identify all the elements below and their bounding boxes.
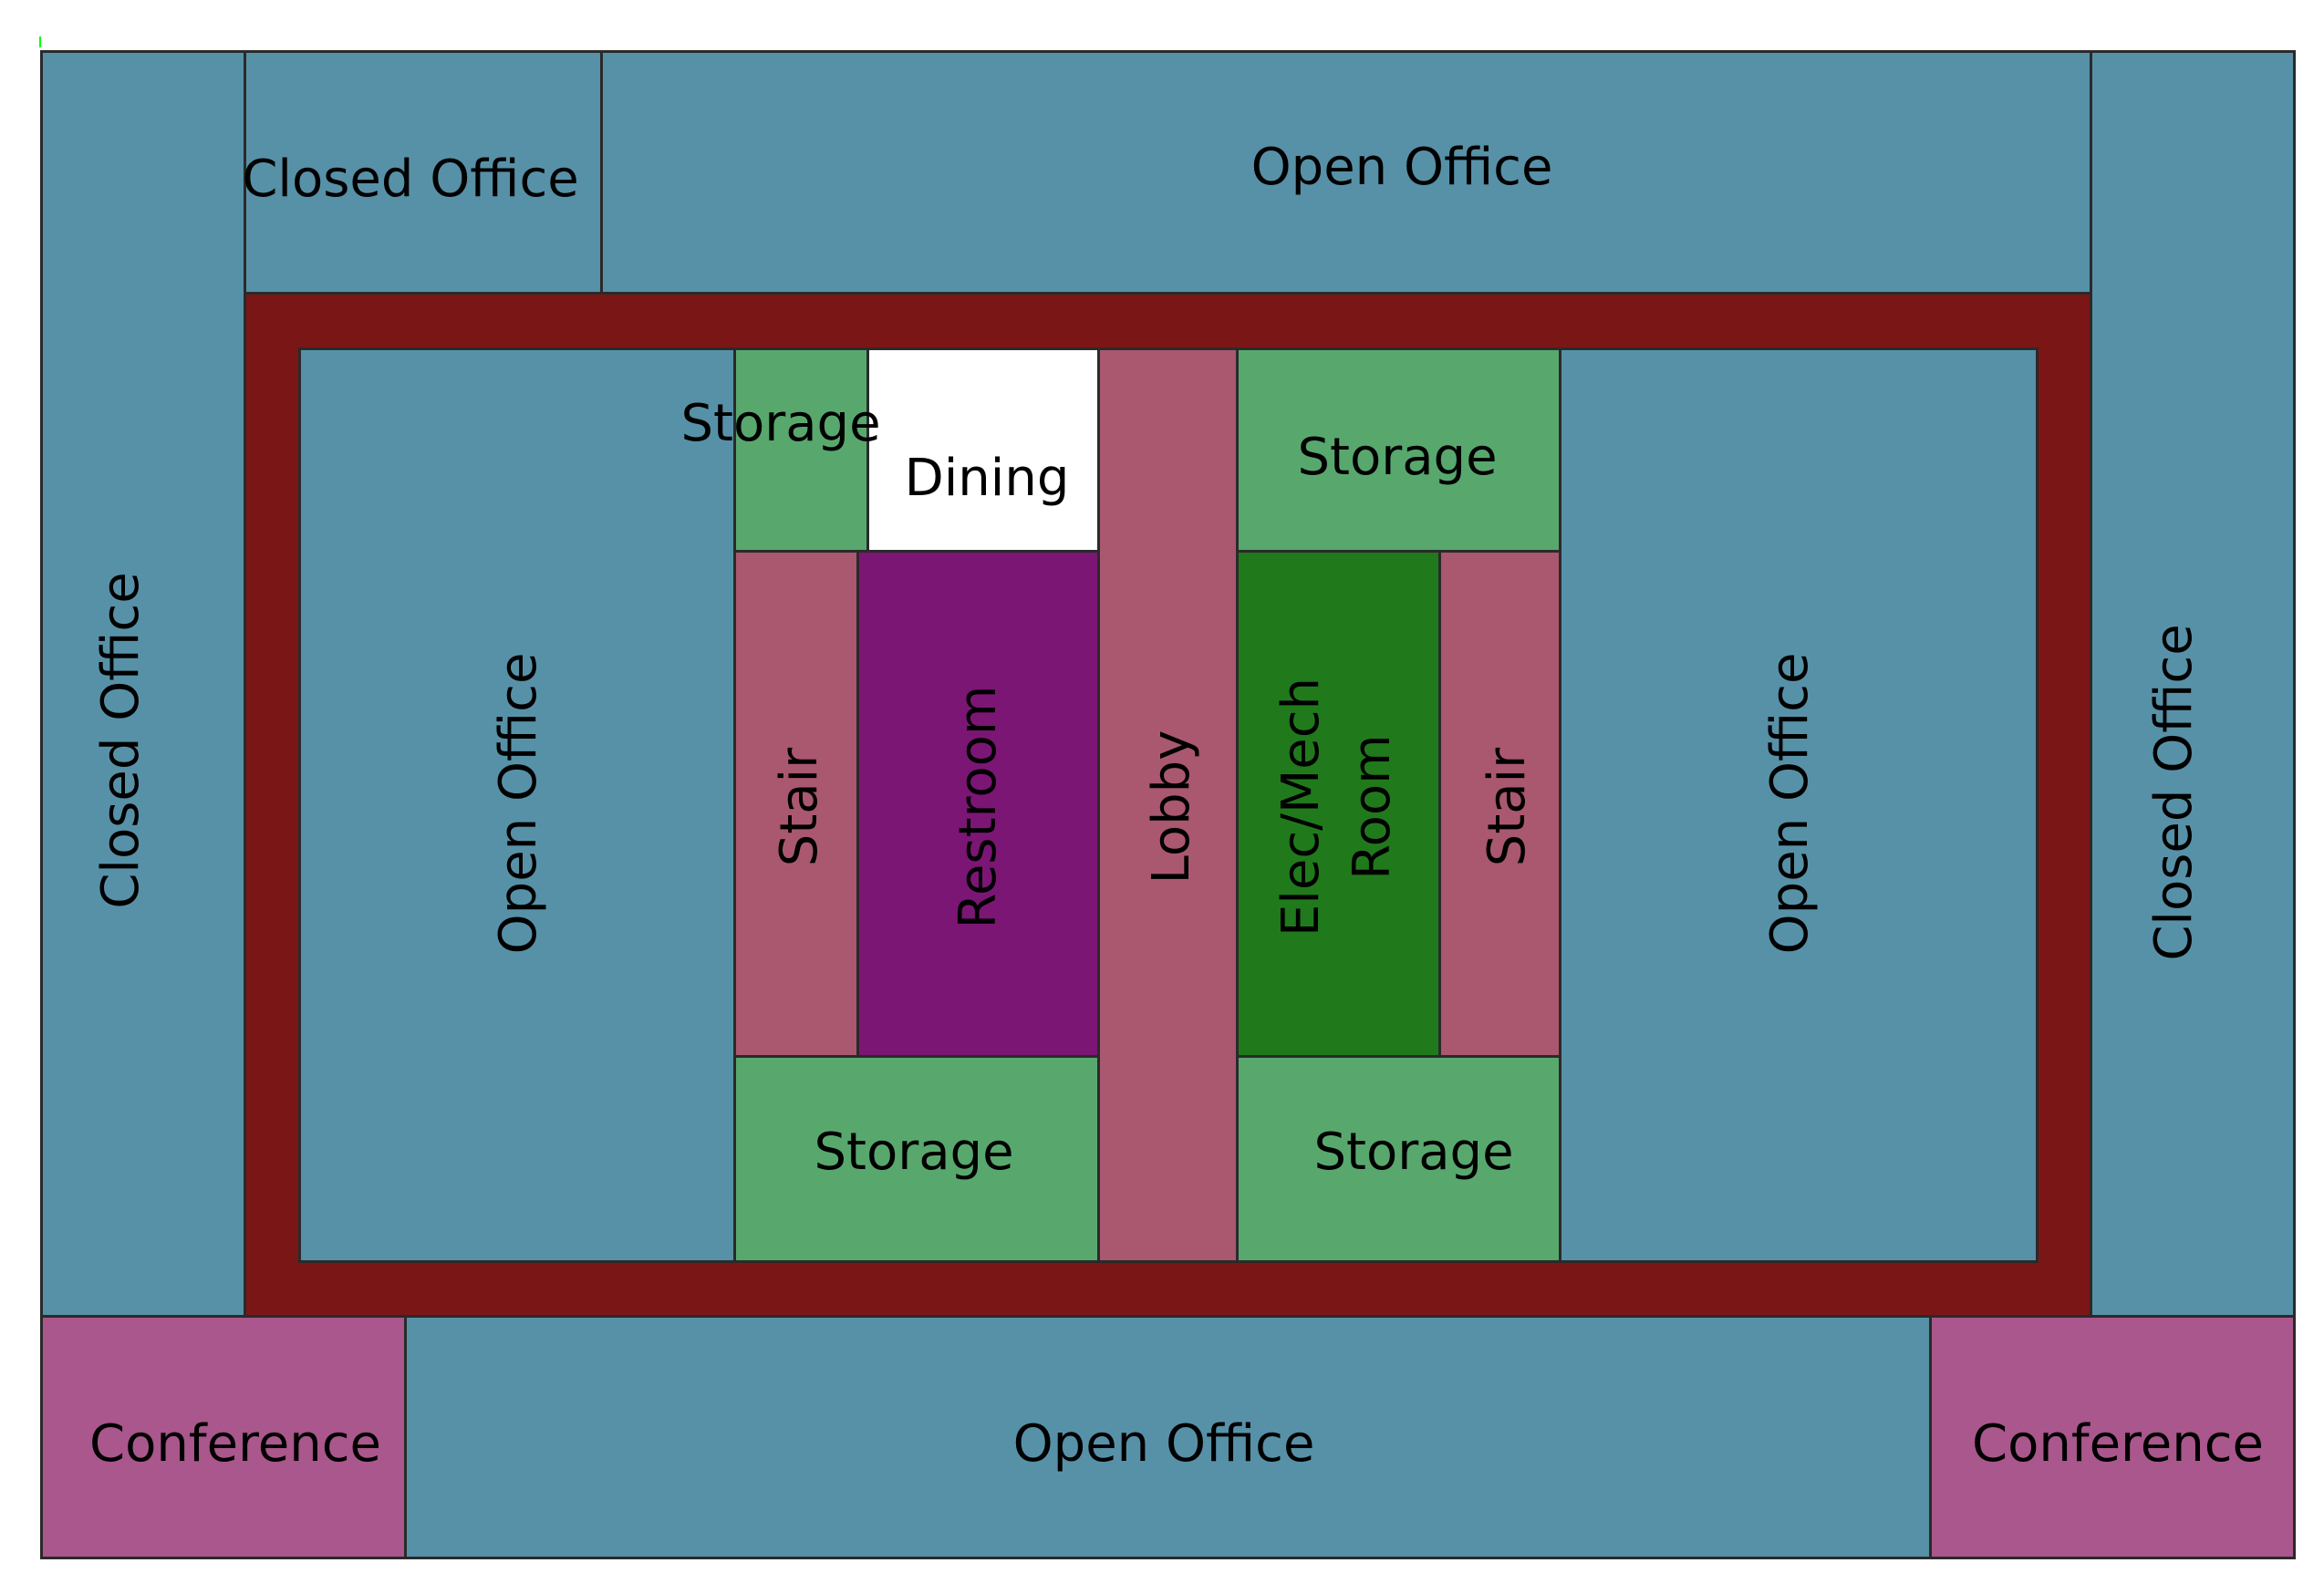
storage-top-right-label: Storage bbox=[1297, 428, 1498, 487]
closed-office-top bbox=[244, 50, 603, 295]
storage-bottom-right-label: Storage bbox=[1313, 1123, 1514, 1182]
open-office-top-label: Open Office bbox=[1250, 138, 1553, 197]
open-office-bottom-label: Open Office bbox=[1012, 1414, 1315, 1474]
closed-office-left bbox=[40, 50, 246, 1318]
elec-mech-label-line2: Room bbox=[1343, 734, 1402, 880]
storage-bottom-left-label: Storage bbox=[814, 1123, 1014, 1182]
storage-top-left-label: Storage bbox=[680, 394, 881, 453]
open-office-inner-left bbox=[298, 347, 736, 1263]
dining-label: Dining bbox=[904, 449, 1070, 508]
restroom-label: Restroom bbox=[949, 685, 1008, 929]
conference-right bbox=[1929, 1315, 2296, 1559]
closed-office-left-label: Closed Office bbox=[91, 572, 150, 909]
storage-top-right bbox=[1236, 347, 1561, 553]
stair-left-label: Stair bbox=[770, 747, 829, 867]
storage-top-left bbox=[733, 347, 869, 553]
conference-left bbox=[40, 1315, 407, 1559]
closed-office-right-label: Closed Office bbox=[2144, 624, 2204, 961]
closed-office-top-label: Closed Office bbox=[242, 150, 579, 209]
stair-right-label: Stair bbox=[1478, 747, 1537, 867]
open-office-inner-left-label: Open Office bbox=[489, 652, 548, 955]
stair-left bbox=[733, 550, 859, 1058]
corner-marker bbox=[39, 36, 41, 47]
closed-office-right bbox=[2090, 50, 2296, 1318]
open-office-inner-right-label: Open Office bbox=[1760, 652, 1820, 955]
open-office-inner-right bbox=[1559, 347, 2039, 1263]
elec-mech-room bbox=[1236, 550, 1441, 1058]
stair-right bbox=[1438, 550, 1561, 1058]
storage-bottom-left bbox=[733, 1055, 1100, 1263]
elec-mech-label-line1: Elec/Mech bbox=[1271, 677, 1331, 937]
restroom bbox=[856, 550, 1100, 1058]
lobby-label: Lobby bbox=[1142, 730, 1201, 885]
conference-right-label: Conference bbox=[1971, 1414, 2265, 1474]
storage-bottom-right bbox=[1236, 1055, 1561, 1263]
conference-left-label: Conference bbox=[88, 1414, 382, 1474]
